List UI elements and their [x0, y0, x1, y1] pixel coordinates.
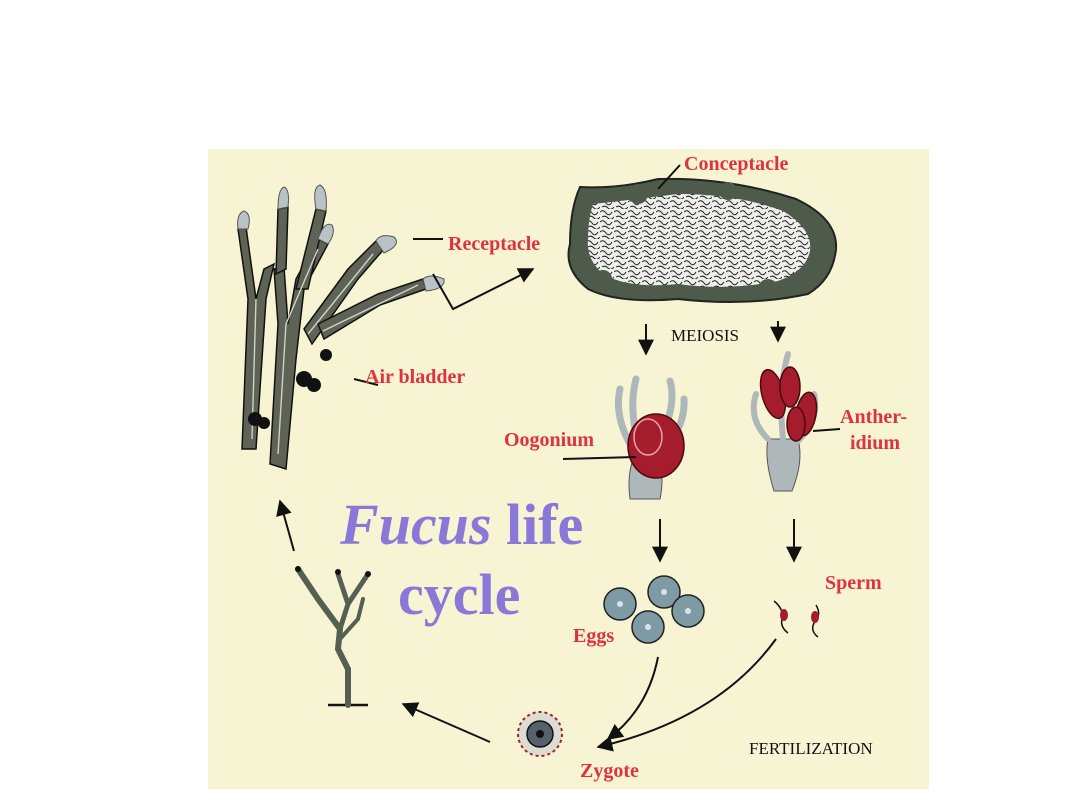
antheridium-label-line1: Anther-	[840, 406, 907, 428]
diagram-title-line2: cycle	[398, 562, 520, 627]
adult-thallus-illustration	[237, 184, 445, 470]
receptacle-to-conceptacle-arrow	[432, 268, 535, 311]
zygote-illustration	[517, 711, 563, 757]
fertilization-label: FERTILIZATION	[749, 739, 873, 758]
eggs-label: Eggs	[573, 625, 614, 647]
oogonium-illustration	[614, 375, 688, 500]
eggs-to-zygote-arrow	[606, 656, 659, 740]
title-genus: Fucus	[339, 492, 492, 557]
meiosis-label: MEIOSIS	[671, 326, 739, 345]
air-bladder-label: Air bladder	[365, 366, 465, 388]
oogonium-leader	[562, 456, 637, 460]
sperm-to-zygote-arrow	[596, 638, 777, 752]
young-to-adult-arrow	[276, 499, 295, 552]
antheridium-leader	[812, 428, 841, 432]
air-bladder-leader	[353, 378, 379, 386]
diagram-panel: Conceptacle Receptacle MEIOSIS Air bladd…	[208, 149, 929, 789]
young-thallus-illustration	[295, 566, 371, 708]
zygote-label: Zygote	[580, 760, 639, 782]
conceptacle-leader	[657, 164, 681, 190]
sperm-label: Sperm	[825, 572, 882, 594]
antheridium-illustration	[750, 351, 819, 492]
antheridium-label-line2: idium	[850, 432, 900, 454]
oogonium-label: Oogonium	[504, 429, 594, 451]
eggs-illustration	[603, 575, 705, 644]
title-rest: life	[492, 492, 584, 557]
zygote-to-young-thallus-arrow	[401, 702, 491, 743]
conceptacle-illustration	[567, 177, 838, 304]
fucus-life-cycle-diagram: Conceptacle Receptacle MEIOSIS Air bladd…	[237, 153, 907, 782]
diagram-title-line1: Fucus life	[339, 492, 583, 557]
conceptacle-label: Conceptacle	[684, 153, 789, 175]
sperm-illustration	[773, 600, 820, 638]
receptacle-label: Receptacle	[448, 233, 540, 255]
